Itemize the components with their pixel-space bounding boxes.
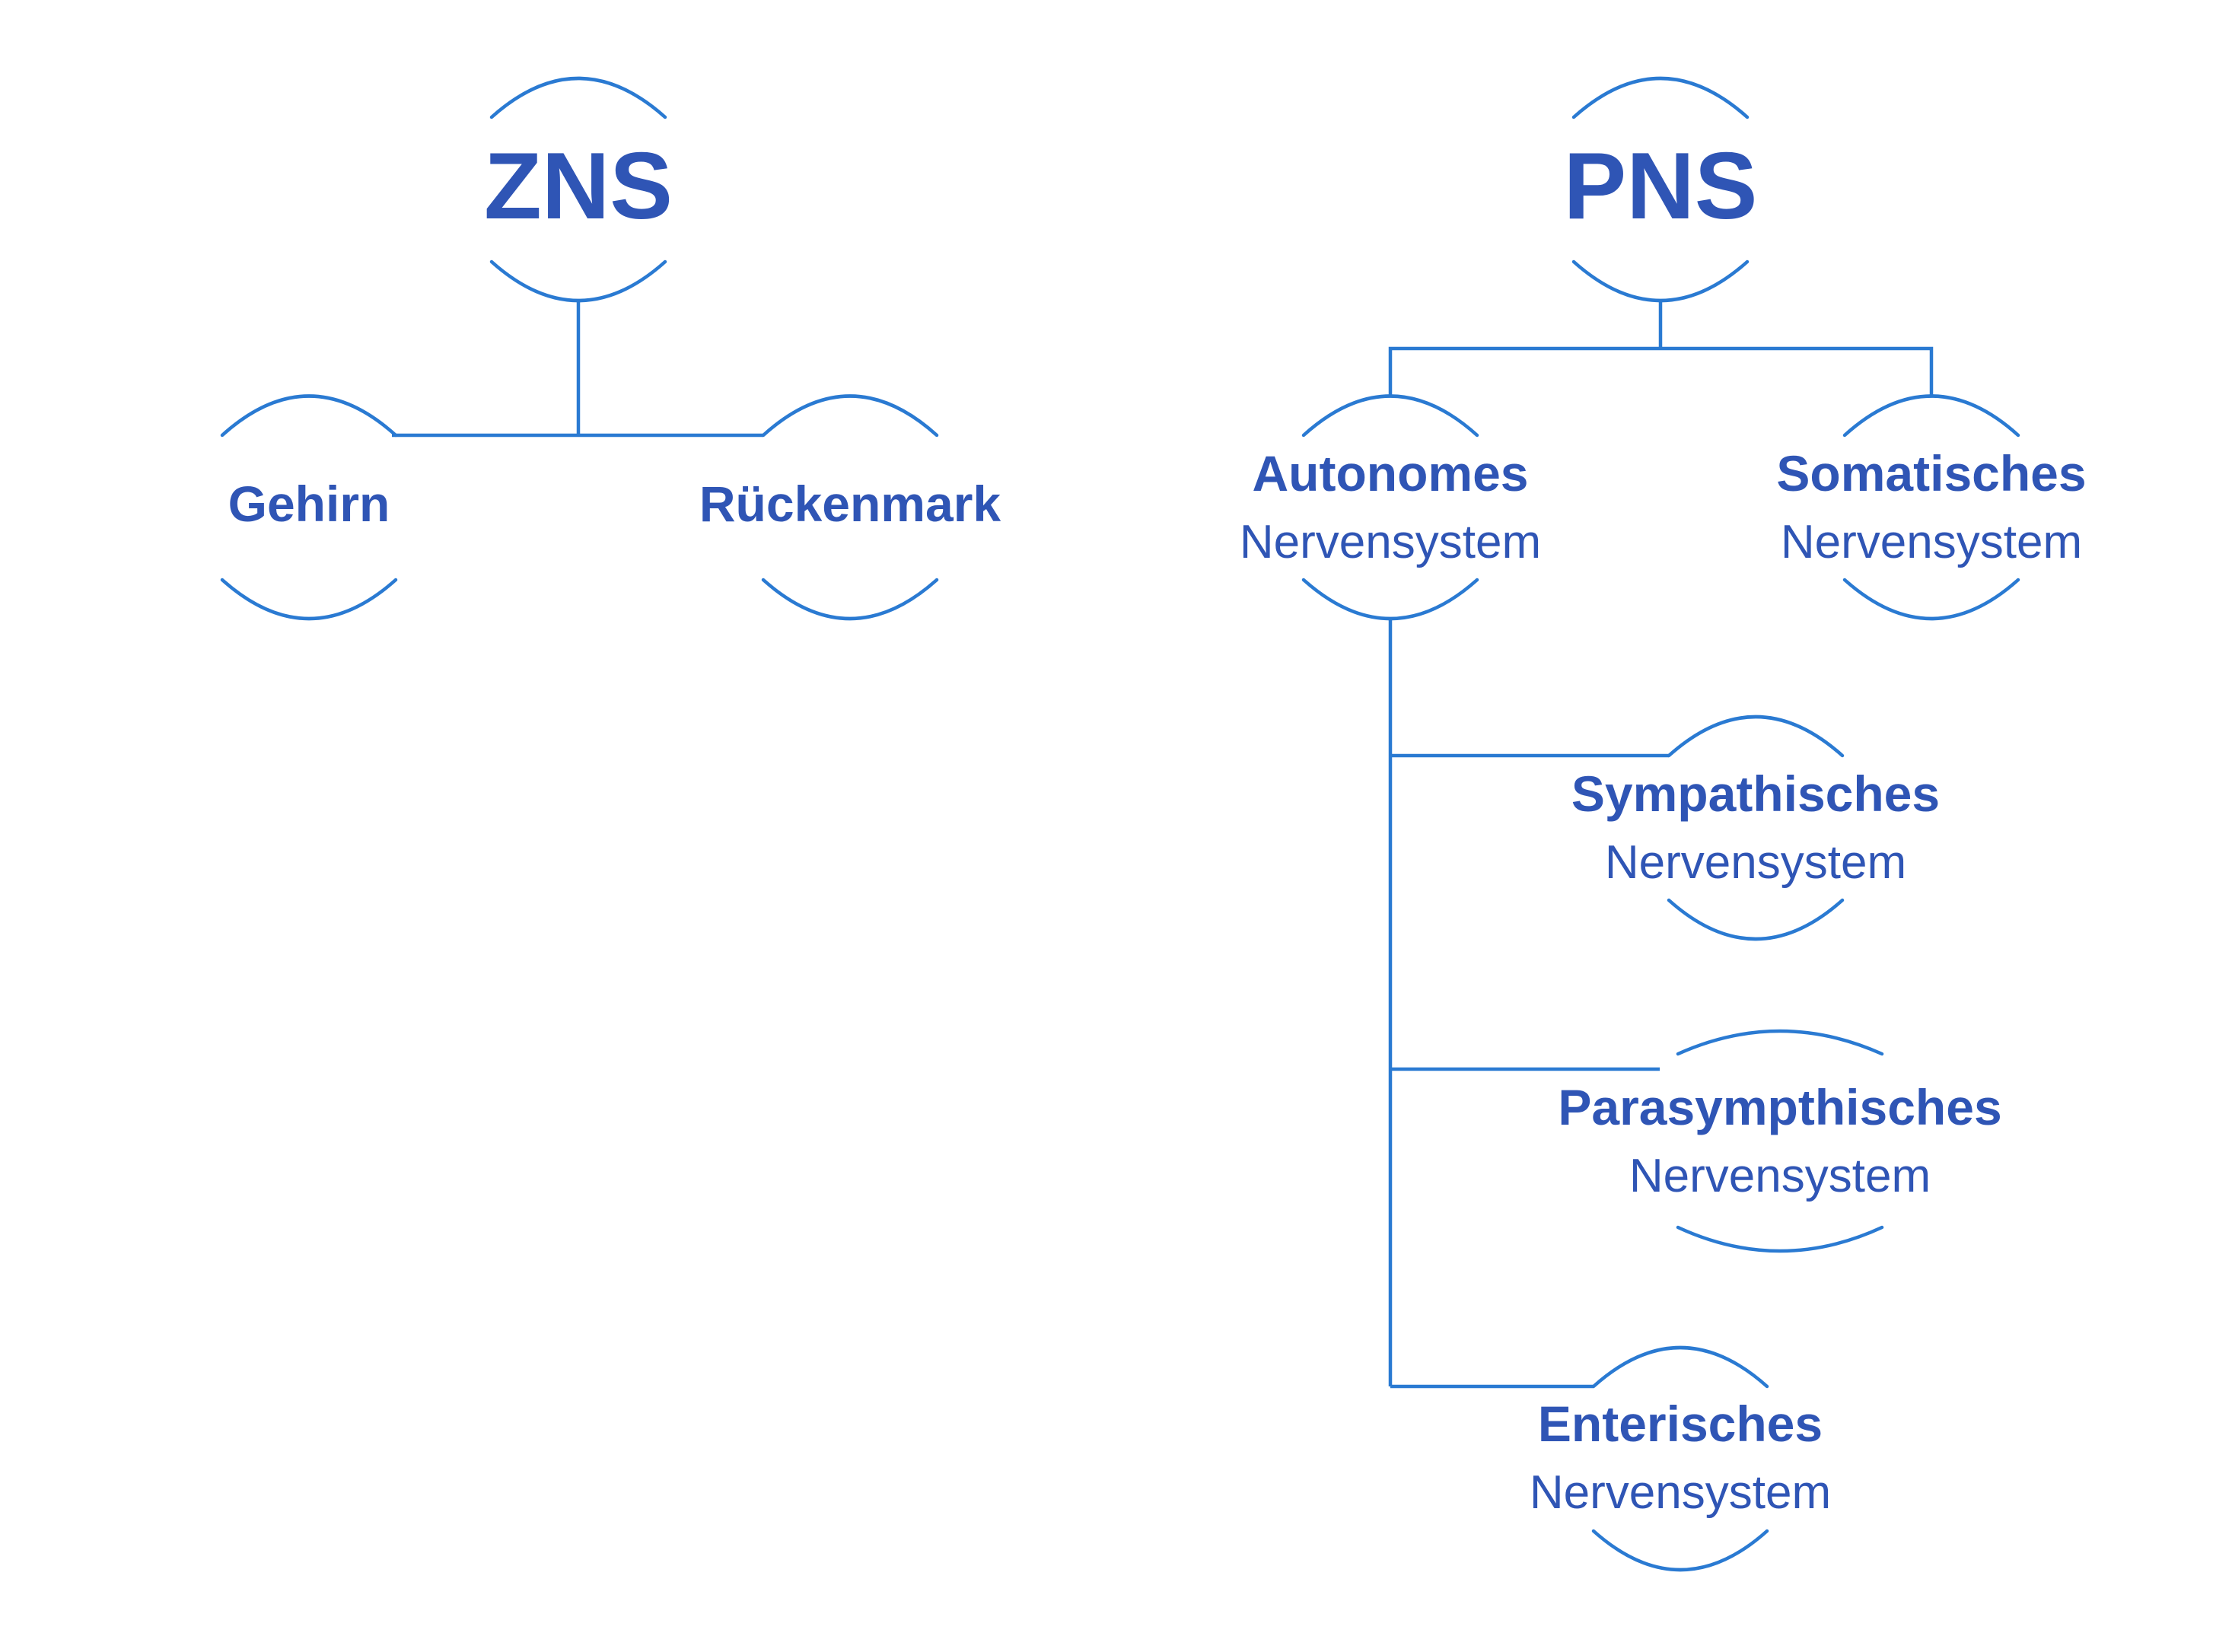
arc-enterisch-bottom [1591,1529,1769,1572]
arc-parasympathisch-top [1676,1029,1884,1056]
arc-zns-top [489,76,667,119]
node-gehirn-title: Gehirn [228,476,390,532]
arc-enterisch-top [1591,1345,1769,1389]
connectors [392,301,1934,1389]
arc-autonom-bottom [1301,578,1479,621]
node-parasympathisch-title: Parasympthisches [1558,1079,2001,1135]
arc-gehirn-top [220,394,398,438]
connector-pns-branch [1388,346,1934,396]
arc-gehirn-bottom [220,578,398,621]
node-somatisch-title: Somatisches [1776,445,2086,501]
node-autonom-title: Autonomes [1253,445,1529,501]
arc-zns-bottom [489,259,667,303]
arc-parasympathisch-bottom [1676,1225,1884,1253]
node-sympathisch-sub: Nervensystem [1605,836,1906,889]
node-enterisch-title: Enterisches [1538,1396,1823,1452]
node-parasympathisch-sub: Nervensystem [1629,1150,1931,1202]
arc-sympathisch-bottom [1667,898,1845,941]
arc-pns-bottom [1571,259,1750,303]
node-labels: ZNS PNS Gehirn Rückenmark Autonomes Nerv… [228,134,2087,1519]
arc-somatisch-bottom [1842,578,2020,621]
node-sympathisch-title: Sympathisches [1571,766,1940,822]
arc-pns-top [1571,76,1750,119]
node-rueckenmark-title: Rückenmark [699,476,1001,532]
arc-rueckenmark-top [761,394,939,438]
arc-somatisch-top [1842,394,2020,438]
arc-autonom-top [1301,394,1479,438]
node-somatisch-sub: Nervensystem [1781,516,2082,568]
node-zns-title: ZNS [484,134,673,239]
node-pns-title: PNS [1564,134,1758,239]
node-enterisch-sub: Nervensystem [1530,1466,1831,1519]
node-arcs [220,76,2020,1572]
arc-rueckenmark-bottom [761,578,939,621]
node-autonom-sub: Nervensystem [1240,516,1541,568]
arc-sympathisch-top [1667,715,1845,758]
